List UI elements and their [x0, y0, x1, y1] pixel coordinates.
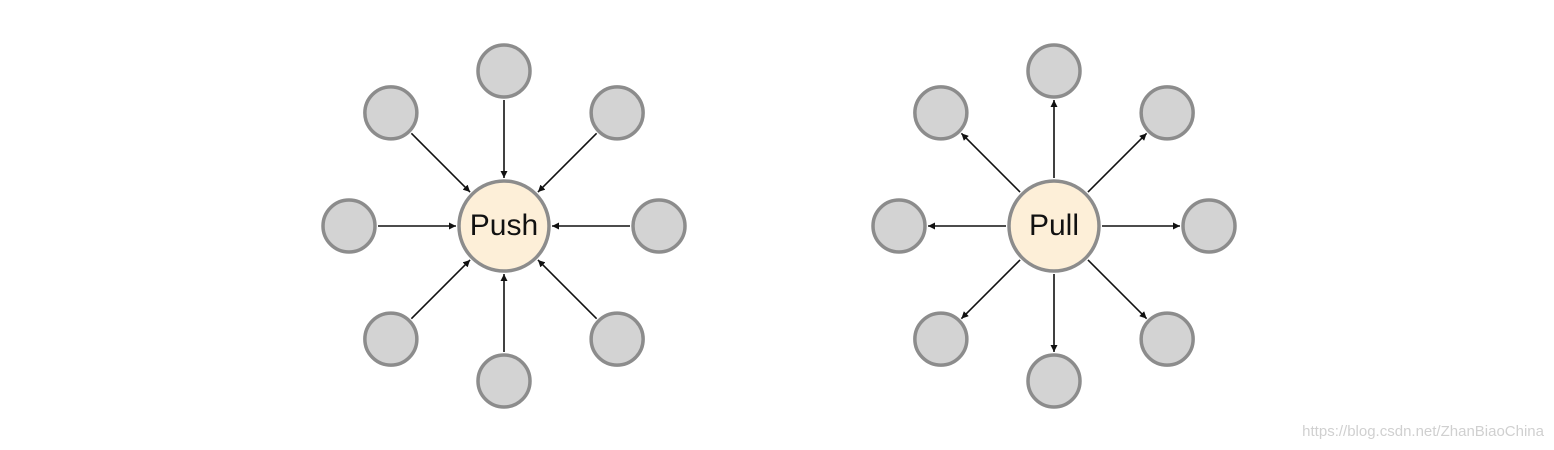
pull-arrow-bottom-left [960, 259, 1021, 320]
push-satellite-node-right [631, 198, 687, 254]
pull-satellite-node-bottom-right [1139, 311, 1195, 367]
push-satellite-node-bottom [476, 353, 532, 409]
pull-satellite-node-bottom-left [913, 311, 969, 367]
pull-arrow-top-right [1087, 132, 1148, 193]
push-arrow-bottom-left [410, 259, 471, 320]
pull-satellite-node-bottom [1026, 353, 1082, 409]
push-satellite-node-bottom-right [589, 311, 645, 367]
push-arrow-top-right [537, 132, 598, 193]
pull-satellite-node-top [1026, 43, 1082, 99]
watermark-text: https://blog.csdn.net/ZhanBiaoChina [1302, 423, 1544, 440]
push-arrow-bottom-right [537, 259, 598, 320]
pull-satellite-node-top-left [913, 85, 969, 141]
pull-hub-node [1007, 179, 1101, 273]
push-satellite-node-top [476, 43, 532, 99]
pull-arrow-bottom-right [1087, 259, 1148, 320]
push-satellite-node-top-left [363, 85, 419, 141]
push-hub-node [457, 179, 551, 273]
pull-arrow-top-left [960, 132, 1021, 193]
push-satellite-node-left [321, 198, 377, 254]
push-arrow-top-left [410, 132, 471, 193]
push-hub-group: Push [321, 43, 687, 409]
push-hub-label: Push [470, 209, 538, 242]
pull-hub-group: Pull [871, 43, 1237, 409]
pull-satellite-node-top-right [1139, 85, 1195, 141]
pull-hub-label: Pull [1029, 209, 1079, 242]
push-satellite-node-top-right [589, 85, 645, 141]
pull-satellite-node-left [871, 198, 927, 254]
pull-satellite-node-right [1181, 198, 1237, 254]
push-satellite-node-bottom-left [363, 311, 419, 367]
